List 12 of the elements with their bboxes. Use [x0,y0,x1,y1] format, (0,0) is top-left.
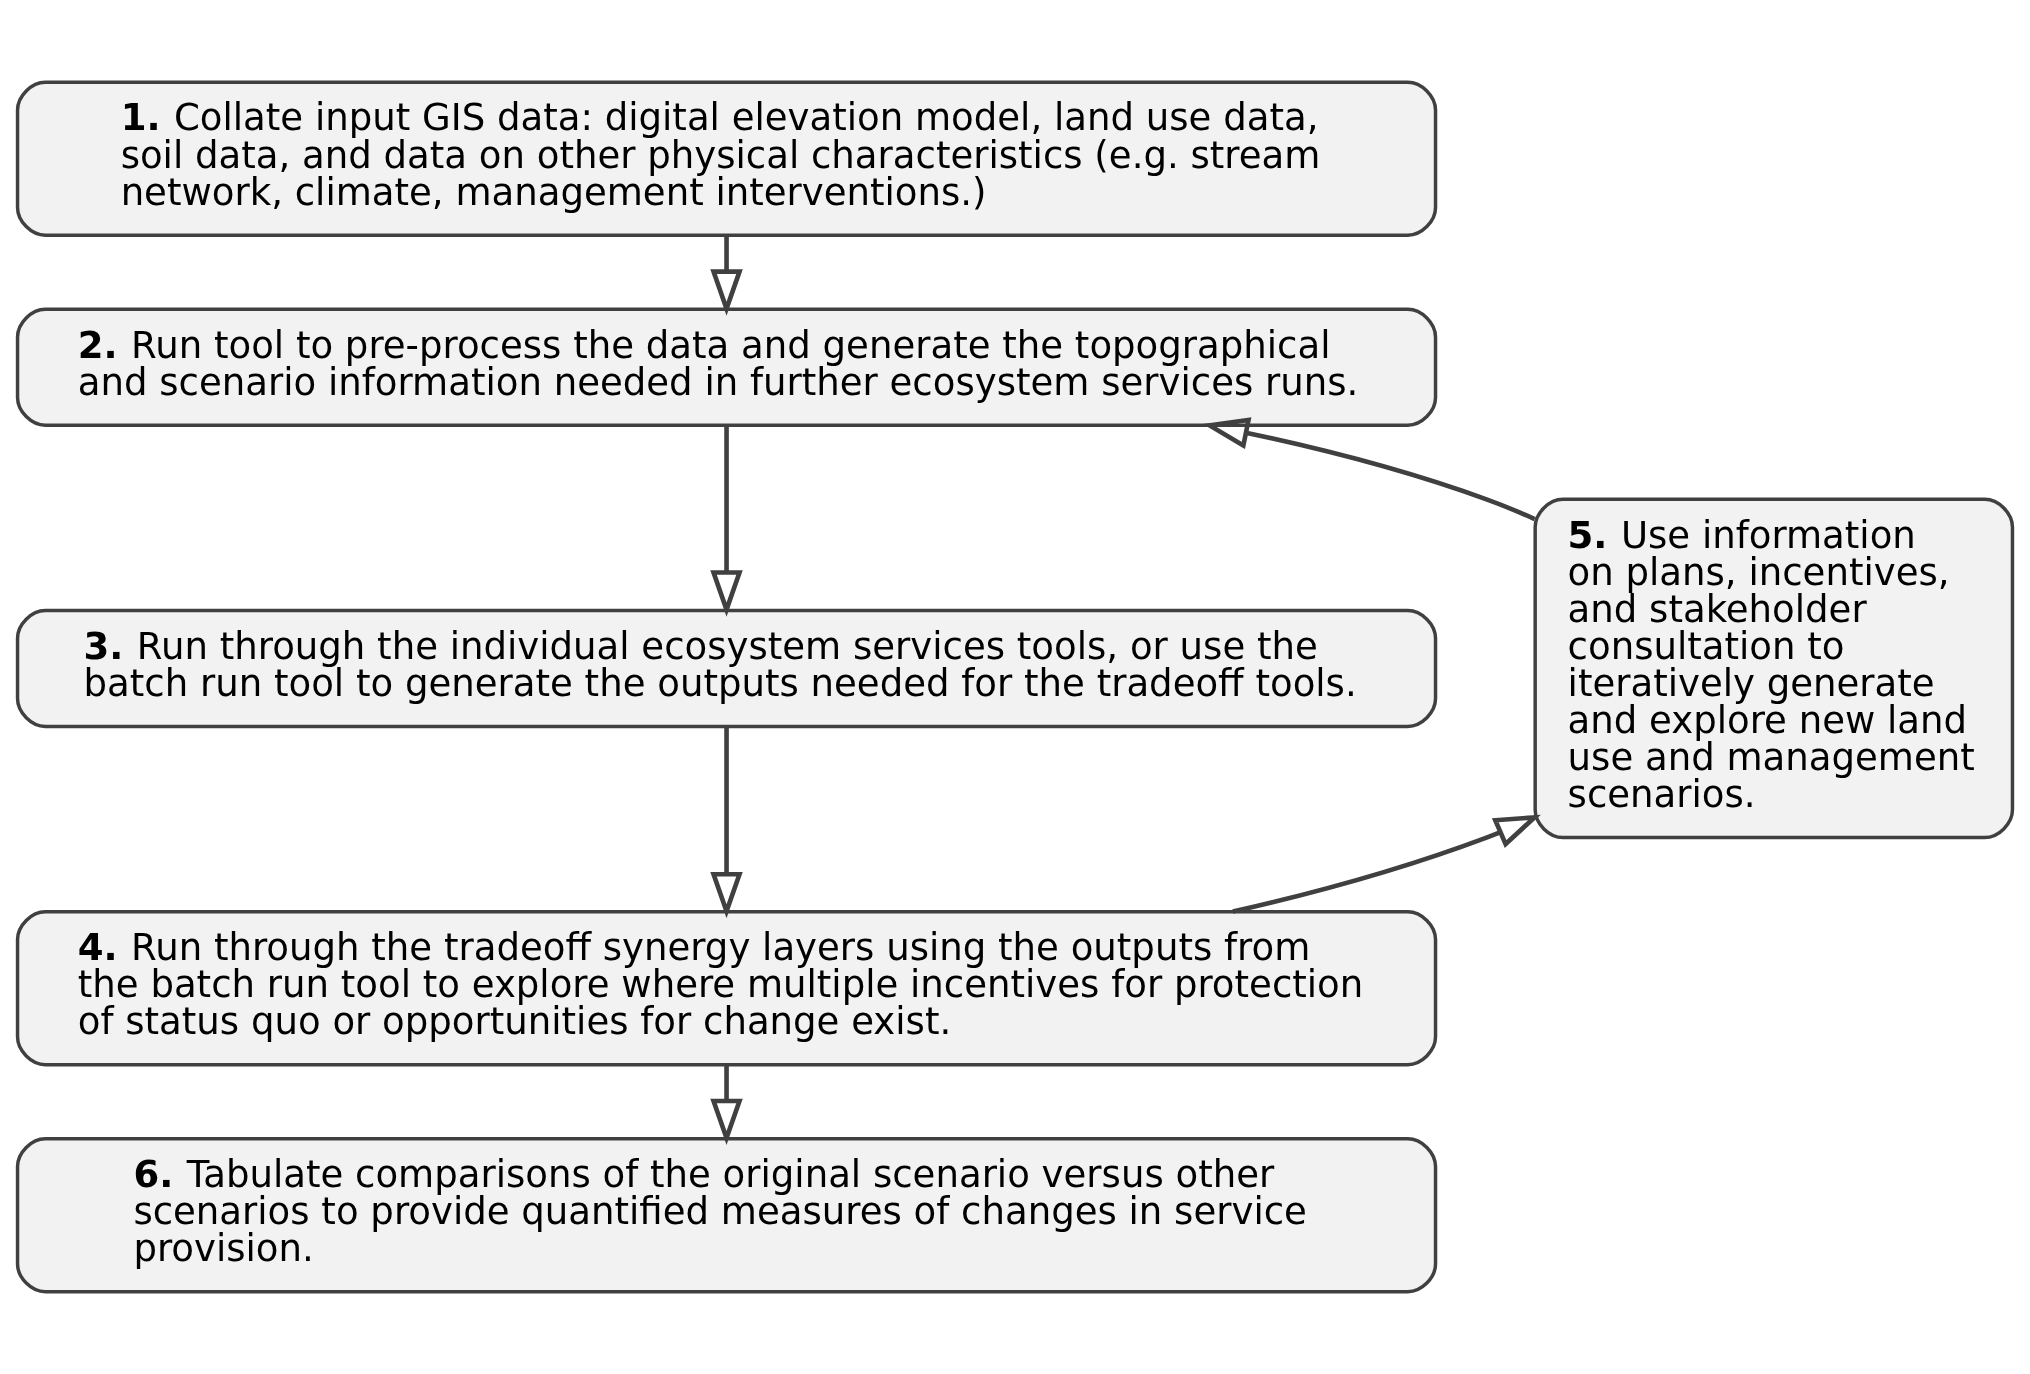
node-box: 4. Run through the tradeoff synergy layers using the outputs from the batch run tool to explore where multiple incentives for protection of status quo or opportunities for change exist. [15,910,1438,1067]
node-box: 3. Run through the individual ecosystem services tools, or use the batch run tool to generate the outputs needed for the tradeoff tools. [15,608,1438,729]
arrow [710,1065,743,1146]
node-box: 6. Tabulate comparisons of the original scenario versus other scenarios to provide quantified measures of changes in service provision. [15,1137,1438,1294]
node-box: 1. Collate input GIS data: digital elevation model, land use data, soil data, and data on other physical characteristics (e.g. stream network, climate, management interventions.) [15,80,1438,237]
node-box: 5. Use information on plans, incentives, and stakeholder consultation to iteratively generate and explore new land use and management scenarios. [1533,497,2015,840]
arrow [710,726,743,919]
arrow [710,235,743,316]
node-box: 2. Run tool to pre-process the data and generate the topographical and scenario information needed in further ecosystem services runs. [15,307,1438,427]
arrow [710,425,743,617]
arrow [1232,814,1541,914]
arrow [1202,417,1536,522]
